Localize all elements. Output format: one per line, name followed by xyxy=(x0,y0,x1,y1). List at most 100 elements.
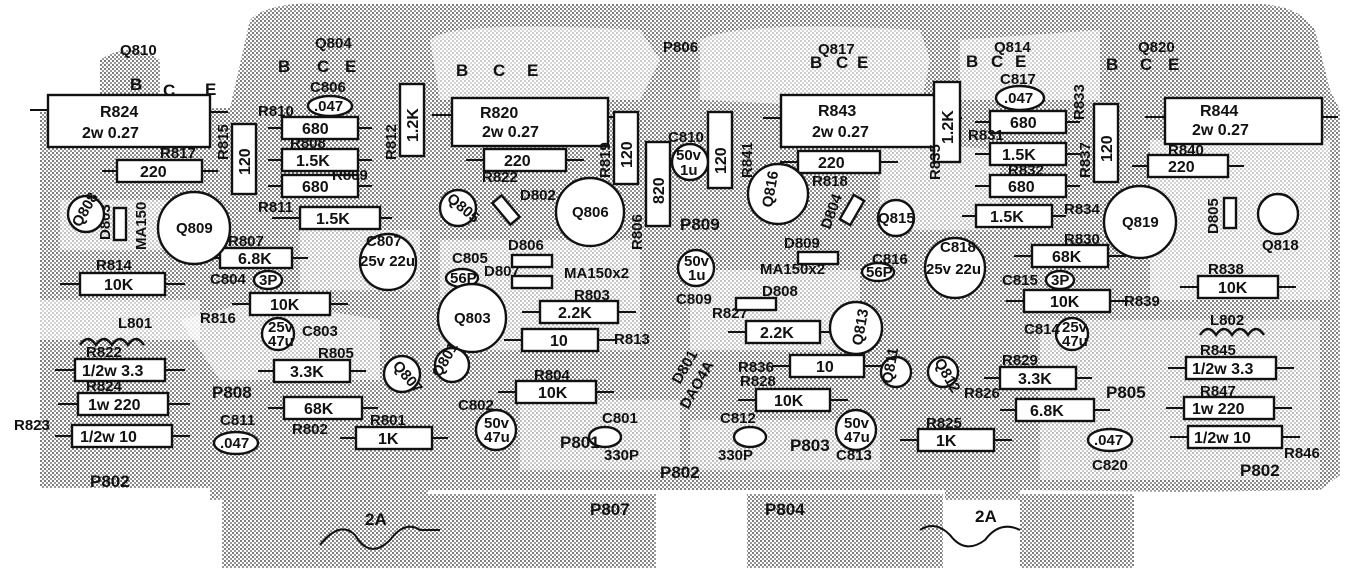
svg-text:1.5K: 1.5K xyxy=(990,209,1024,226)
fuse-2a-left-label: 2A xyxy=(365,510,387,529)
resistor-r822: 1/2w 3.3 R822 xyxy=(55,344,185,383)
svg-text:R801: R801 xyxy=(370,412,406,429)
svg-text:MA150: MA150 xyxy=(133,202,150,250)
capacitor-c816: 56P C816 xyxy=(860,251,908,283)
svg-text:P802: P802 xyxy=(660,463,700,482)
q814-label: Q814 xyxy=(994,39,1031,56)
resistor-r843-power: R843 2w 0.27 xyxy=(763,93,962,149)
capacitor-c801: C801 330P xyxy=(587,410,639,464)
svg-text:Q806: Q806 xyxy=(572,204,609,221)
svg-text:Q811: Q811 xyxy=(879,346,902,384)
svg-text:R826: R826 xyxy=(964,385,1000,402)
svg-text:C805: C805 xyxy=(452,250,488,267)
resistor-r801: 1K R801 xyxy=(340,412,448,451)
capacitor-c810: 50v 1u C810 xyxy=(668,129,710,182)
svg-text:10: 10 xyxy=(816,359,834,376)
capacitor-c807: C807 25v 22u xyxy=(358,232,418,292)
svg-text:10K: 10K xyxy=(1050,294,1080,311)
svg-text:R806: R806 xyxy=(629,214,646,250)
capacitor-c811: .047 C811 xyxy=(212,412,260,456)
transistor-q811: Q811 xyxy=(879,346,913,389)
svg-text:R846: R846 xyxy=(1284,445,1320,462)
svg-text:50v: 50v xyxy=(684,253,710,270)
resistor-r803: 2.2K R803 xyxy=(522,287,636,325)
svg-text:1/2w 10: 1/2w 10 xyxy=(1194,430,1251,447)
svg-text:C810: C810 xyxy=(668,129,704,146)
q820-b: B xyxy=(1106,55,1118,74)
resistor-r820-220: 220 xyxy=(466,147,584,173)
svg-text:47u: 47u xyxy=(1062,333,1088,350)
svg-text:47u: 47u xyxy=(484,429,510,446)
resistor-r837: 120 R837 xyxy=(1077,102,1120,184)
svg-text:L802: L802 xyxy=(1210,312,1244,329)
q814-e: E xyxy=(1015,52,1026,71)
diode-d807: D807 MA150x2 xyxy=(484,263,629,290)
svg-text:C801: C801 xyxy=(602,410,638,427)
svg-text:10K: 10K xyxy=(104,277,134,294)
capacitor-c818: C818 25v 22u xyxy=(923,236,987,300)
diode-d809: D809 MA150x2 xyxy=(760,235,840,278)
svg-text:Q813: Q813 xyxy=(849,308,872,347)
svg-text:R836: R836 xyxy=(738,359,774,376)
resistor-r829: 3.3K R829 xyxy=(984,352,1092,391)
q810-e: E xyxy=(205,80,216,99)
resistor-r847: 1w 220 R847 xyxy=(1166,383,1292,421)
resistor-r824-power: R824 2w 0.27 xyxy=(30,93,228,149)
svg-text:10: 10 xyxy=(550,333,568,350)
svg-text:68K: 68K xyxy=(304,401,334,418)
svg-text:Q819: Q819 xyxy=(1122,214,1159,231)
resistor-r838: 10K R838 xyxy=(1180,261,1296,300)
resistor-r840: 220 R840 xyxy=(1132,142,1244,179)
svg-text:R839: R839 xyxy=(1124,293,1160,310)
svg-text:2w 0.27: 2w 0.27 xyxy=(1192,122,1249,139)
svg-text:D809: D809 xyxy=(784,235,820,252)
svg-text:P809: P809 xyxy=(680,215,720,234)
capacitor-c805: 56P C805 xyxy=(444,250,488,289)
resistor-r813: 10 R813 xyxy=(504,327,650,353)
svg-text:C804: C804 xyxy=(210,271,247,288)
transistor-q818: Q818 xyxy=(1256,192,1300,254)
svg-text:R814: R814 xyxy=(96,257,133,274)
svg-text:R809: R809 xyxy=(332,167,368,184)
transistor-q806: Q806 xyxy=(554,176,626,248)
diode-d808: D808 xyxy=(734,283,798,312)
q817-label: Q817 xyxy=(818,41,855,58)
svg-text:47u: 47u xyxy=(844,429,870,446)
svg-text:R825: R825 xyxy=(926,415,962,432)
svg-text:820: 820 xyxy=(651,177,668,204)
resistor-r825: 1K R825 xyxy=(900,415,1012,453)
transistor-q819: Q819 xyxy=(1102,184,1178,260)
svg-text:10K: 10K xyxy=(270,297,300,314)
svg-text:330P: 330P xyxy=(718,447,753,464)
transistor-q816: Q816 xyxy=(746,162,810,226)
svg-text:220: 220 xyxy=(1168,159,1195,176)
svg-text:C807: C807 xyxy=(366,233,402,250)
transistor-q813: Q813 xyxy=(828,300,884,356)
svg-text:R829: R829 xyxy=(1002,352,1038,369)
svg-text:1w 220: 1w 220 xyxy=(1192,401,1245,418)
svg-text:.047: .047 xyxy=(1094,432,1123,449)
svg-text:R845: R845 xyxy=(1200,342,1236,359)
svg-text:R823: R823 xyxy=(14,417,50,434)
resistor-r831: 1.5K R831 xyxy=(968,127,1080,167)
r833-label: R833 xyxy=(1071,84,1088,120)
svg-text:680: 680 xyxy=(1010,115,1037,132)
capacitor-c815: 3P C815 xyxy=(1002,269,1076,291)
svg-text:R815: R815 xyxy=(215,124,232,160)
q817-e: E xyxy=(857,53,868,72)
p807-label: P807 xyxy=(590,500,630,519)
svg-text:25v: 25v xyxy=(268,319,294,336)
svg-text:C806: C806 xyxy=(310,79,346,96)
transistor-q803: Q803 xyxy=(436,282,508,354)
resistor-r815: 120 R815 xyxy=(215,122,258,196)
svg-text:R816: R816 xyxy=(200,310,236,327)
svg-text:D802: D802 xyxy=(520,187,556,204)
inductor-l802: L802 xyxy=(1199,312,1265,338)
q820-label: Q820 xyxy=(1138,39,1175,56)
fuse-tab-right: 2A P804 xyxy=(747,494,1134,568)
q810-b: B xyxy=(130,75,142,94)
svg-text:56P: 56P xyxy=(866,264,893,281)
svg-text:R830: R830 xyxy=(1064,231,1100,248)
resistor-r835: 1.2K R835 xyxy=(927,80,962,180)
svg-text:680: 680 xyxy=(302,121,329,138)
